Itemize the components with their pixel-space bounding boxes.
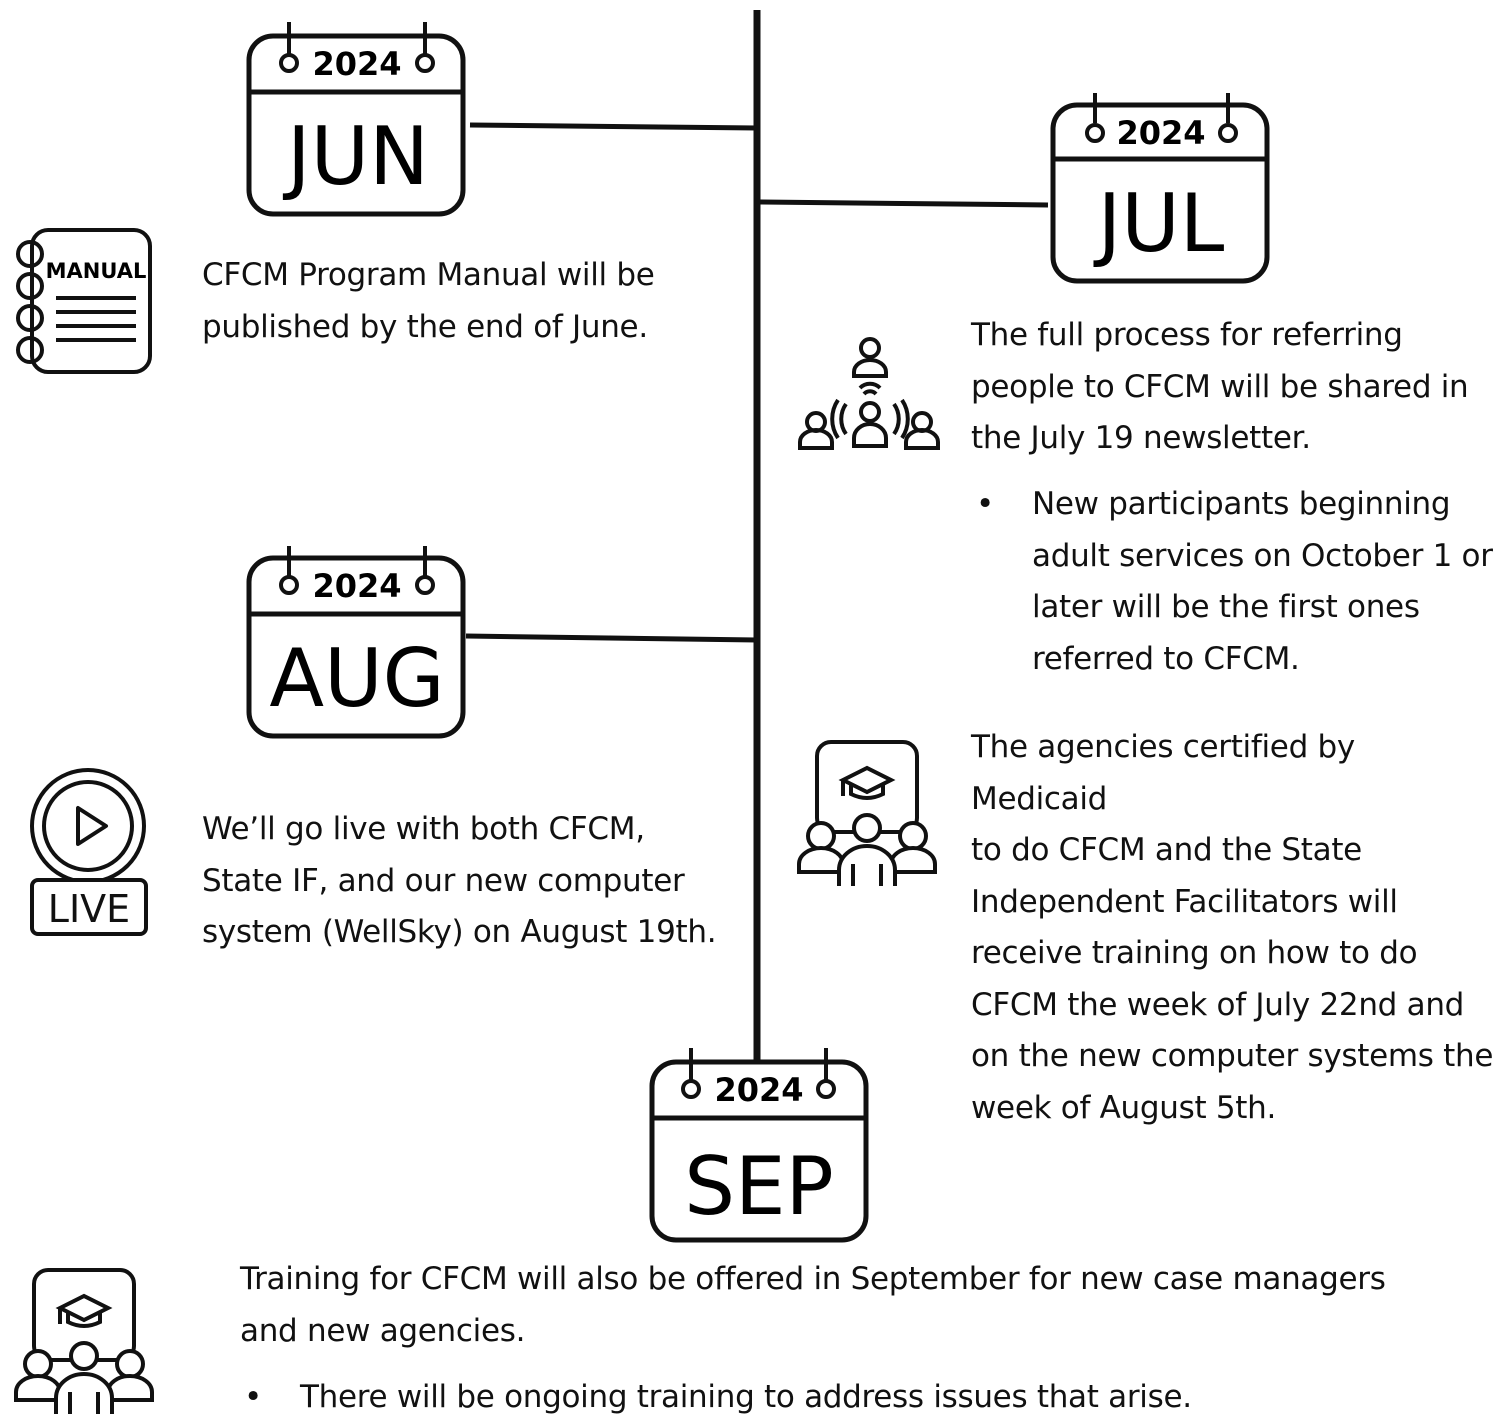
manual-notebook-icon: MANUAL bbox=[8, 226, 156, 376]
text-line: There will be ongoing training to addres… bbox=[300, 1379, 1192, 1414]
training-description: The agencies certified by Medicaid to do… bbox=[971, 722, 1499, 1134]
text-line: The full process for referring bbox=[971, 317, 1403, 353]
jul-bullet: • New participants beginning adult servi… bbox=[976, 479, 1496, 689]
text-line: Training for CFCM will also be offered i… bbox=[240, 1261, 1386, 1297]
bullet-marker: • bbox=[976, 486, 994, 522]
text-line: adult services on October 1 or bbox=[1032, 537, 1493, 574]
text-line: to do CFCM and the State bbox=[971, 832, 1362, 868]
training-group-icon bbox=[12, 1268, 160, 1414]
text-line: CFCM the week of July 22nd and bbox=[971, 986, 1465, 1023]
calendar-jun: 2024 JUN bbox=[246, 22, 468, 218]
text-line: State IF, and our new computer bbox=[202, 862, 685, 899]
calendar-year: 2024 bbox=[714, 1071, 803, 1109]
connector-jun bbox=[469, 122, 758, 131]
text-line: and new agencies. bbox=[240, 1312, 526, 1349]
sep-bullet: • There will be ongoing training to addr… bbox=[244, 1372, 1484, 1414]
bullet-text: There will be ongoing training to addres… bbox=[300, 1372, 1192, 1414]
calendar-icon: 2024 AUG bbox=[246, 546, 466, 739]
calendar-sep: 2024 SEP bbox=[649, 1048, 871, 1244]
training-group-icon bbox=[795, 740, 943, 890]
text-line: CFCM Program Manual will be bbox=[202, 257, 655, 293]
bullet-marker: • bbox=[244, 1379, 262, 1414]
jul-description: The full process for referring people to… bbox=[971, 310, 1469, 465]
text-line: week of August 5th. bbox=[971, 1089, 1277, 1126]
text-line: the July 19 newsletter. bbox=[971, 420, 1311, 456]
bullet-text: New participants beginning adult service… bbox=[1032, 479, 1493, 685]
referral-network-icon bbox=[798, 336, 940, 456]
connector-jul bbox=[756, 199, 1049, 208]
calendar-month: JUN bbox=[282, 110, 429, 203]
calendar-jul: 2024 JUL bbox=[1050, 93, 1272, 285]
text-line: We’ll go live with both CFCM, bbox=[202, 811, 645, 847]
calendar-month: SEP bbox=[684, 1140, 834, 1233]
calendar-year: 2024 bbox=[312, 567, 401, 605]
aug-description: We’ll go live with both CFCM, State IF, … bbox=[202, 804, 717, 959]
calendar-icon: 2024 JUN bbox=[246, 22, 466, 217]
calendar-month: JUL bbox=[1093, 177, 1225, 270]
calendar-year: 2024 bbox=[312, 45, 401, 83]
connector-aug bbox=[465, 633, 758, 643]
calendar-icon: 2024 JUL bbox=[1050, 93, 1270, 284]
live-play-icon: LIVE bbox=[24, 766, 154, 942]
text-line: on the new computer systems the bbox=[971, 1038, 1494, 1074]
text-line: Independent Facilitators will bbox=[971, 883, 1398, 920]
calendar-year: 2024 bbox=[1116, 114, 1205, 152]
text-line: later will be the first ones bbox=[1032, 589, 1420, 625]
calendar-icon: 2024 SEP bbox=[649, 1048, 869, 1243]
sep-description: Training for CFCM will also be offered i… bbox=[240, 1254, 1386, 1357]
text-line: receive training on how to do bbox=[971, 935, 1418, 971]
text-line: published by the end of June. bbox=[202, 308, 648, 345]
calendar-month: AUG bbox=[269, 632, 444, 725]
text-line: The agencies certified by Medicaid bbox=[971, 729, 1355, 817]
text-line: system (WellSky) on August 19th. bbox=[202, 914, 717, 950]
manual-icon-label: MANUAL bbox=[46, 259, 147, 283]
live-icon-label: LIVE bbox=[48, 887, 130, 931]
text-line: people to CFCM will be shared in bbox=[971, 368, 1469, 405]
text-line: New participants beginning bbox=[1032, 486, 1451, 522]
text-line: referred to CFCM. bbox=[1032, 640, 1300, 677]
calendar-aug: 2024 AUG bbox=[246, 546, 468, 740]
jun-description: CFCM Program Manual will be published by… bbox=[202, 250, 655, 353]
